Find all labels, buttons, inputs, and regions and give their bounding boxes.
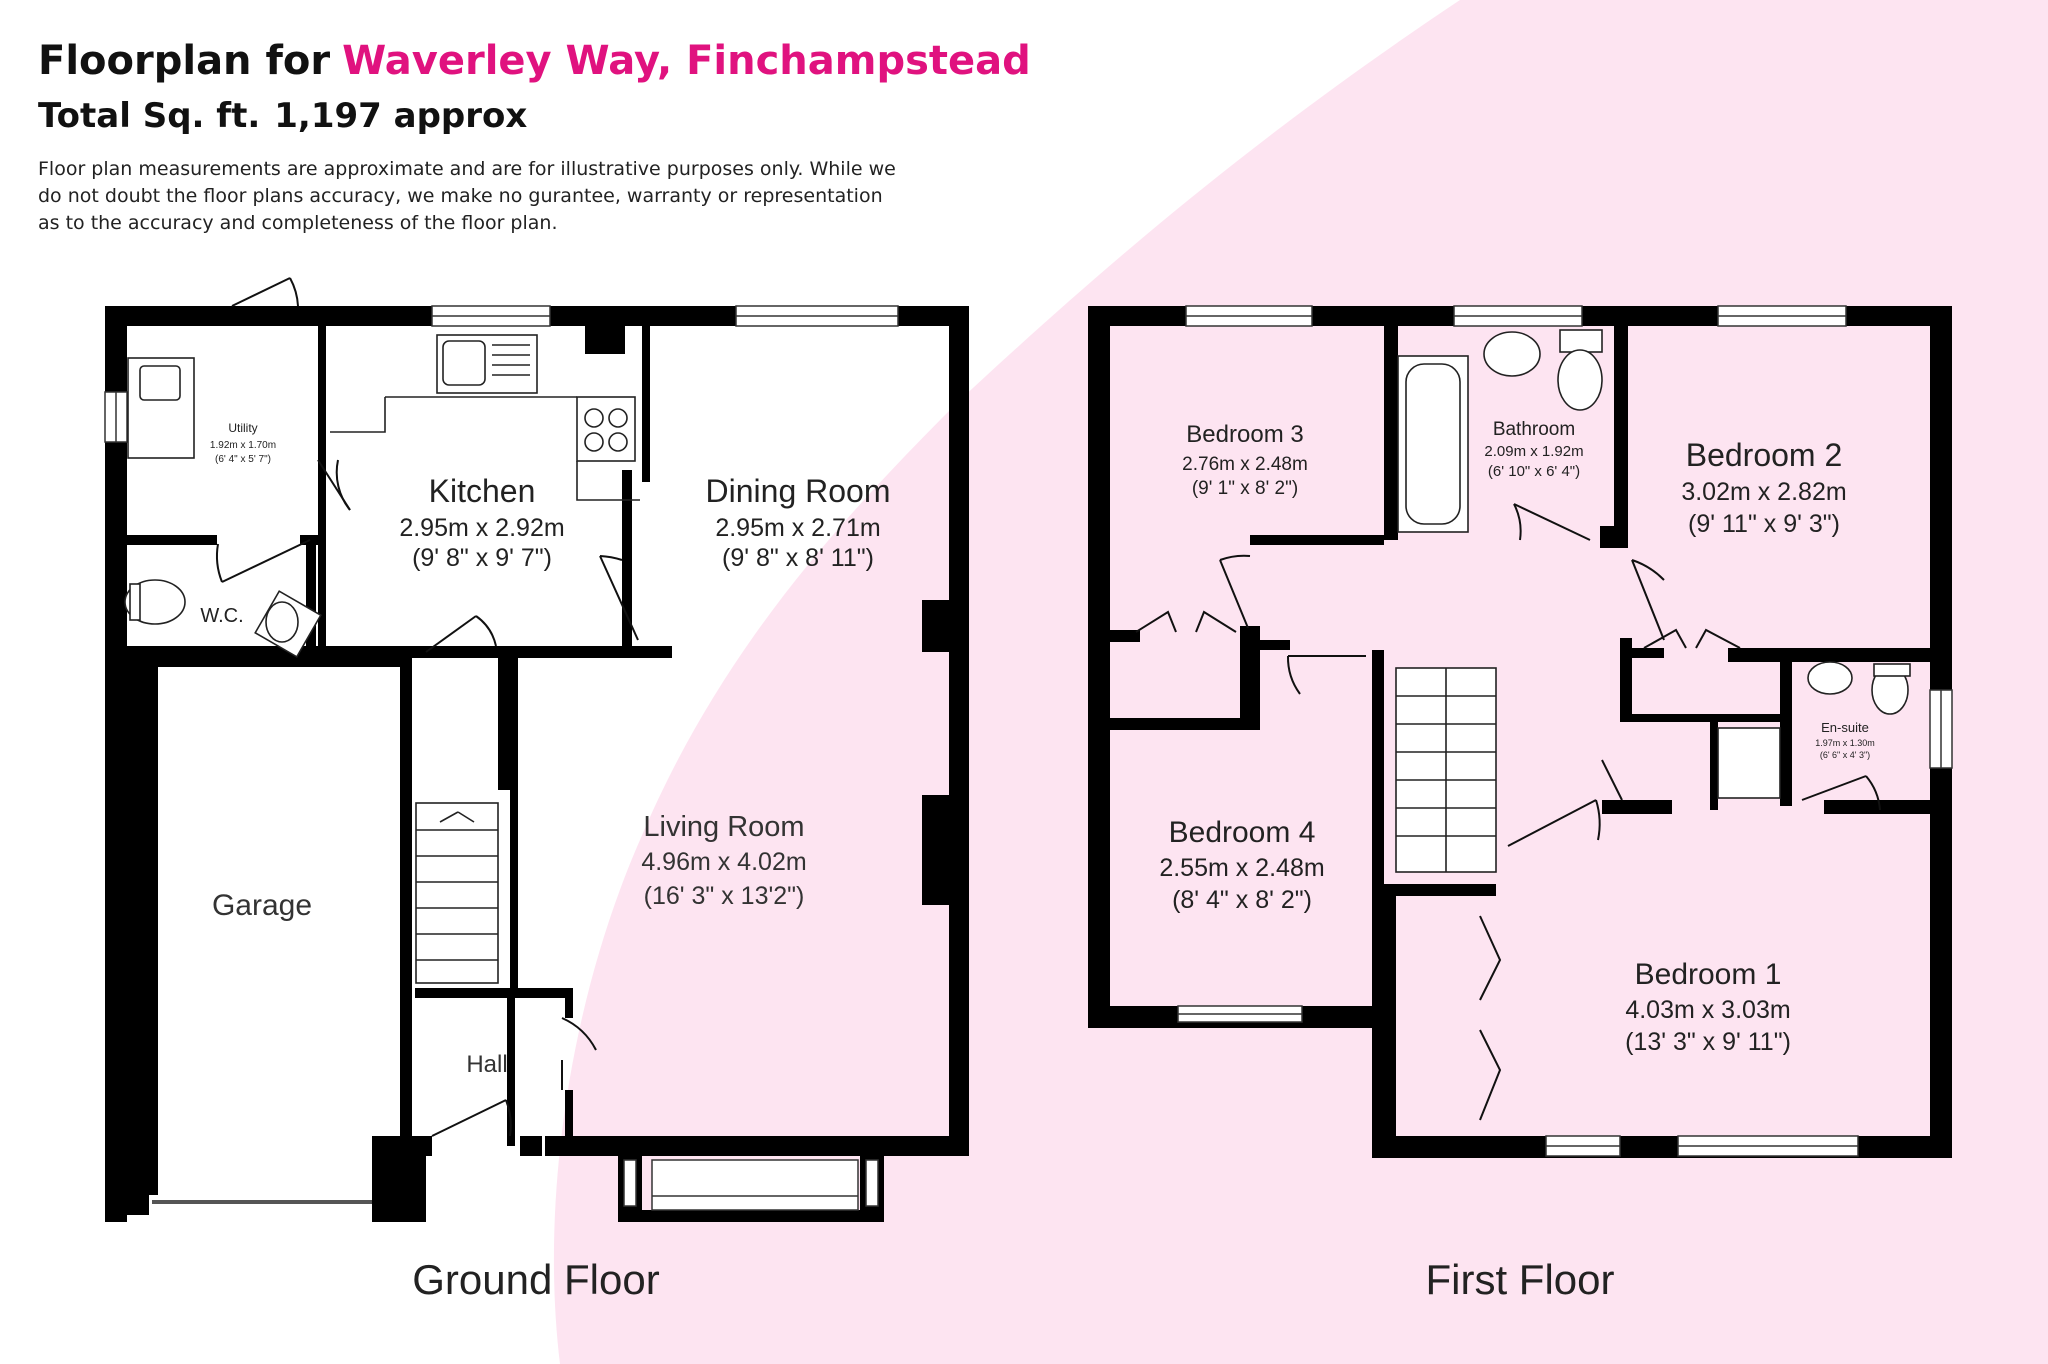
bathroom-metric: 2.09m x 1.92m [1484,443,1583,460]
total-area-value: 1,197 approx [274,96,528,136]
ground-fittings [124,334,640,984]
bedroom1-metric: 4.03m x 3.03m [1625,996,1790,1024]
bedroom4-metric: 2.55m x 2.48m [1159,854,1324,882]
ensuite-name: En-suite [1821,720,1869,735]
utility-metric: 1.92m x 1.70m [210,440,276,451]
shower [1717,727,1781,799]
utility-name: Utility [228,421,257,435]
bedroom3-imperial: (9' 1" x 8' 2") [1192,478,1298,499]
bedroom2-imperial: (9' 11" x 9' 3") [1688,510,1840,538]
first-doors [1135,503,1881,1121]
bathroom-name: Bathroom [1493,419,1575,440]
stairs-ground [415,802,499,984]
ensuite-imperial: (6' 6" x 4' 3") [1820,750,1870,760]
garage-name: Garage [212,889,312,922]
bedroom2-metric: 3.02m x 2.82m [1681,478,1846,506]
ensuite-metric: 1.97m x 1.30m [1815,738,1875,748]
first-windows [1177,305,1953,1157]
bedroom4-name: Bedroom 4 [1169,816,1316,849]
hob [576,396,636,462]
dining-metric: 2.95m x 2.71m [715,514,880,542]
living-imperial: (16' 3" x 13'2") [644,882,805,910]
ground-windows [104,305,899,1211]
ground-floor-plan [105,306,969,1222]
kitchen-metric: 2.95m x 2.92m [399,514,564,542]
first-fittings [1395,329,1911,873]
wc-name: W.C. [200,605,243,627]
background-blob [553,0,2048,1364]
bathroom-toilet [1557,349,1603,411]
bedroom3-metric: 2.76m x 2.48m [1182,454,1308,475]
ground-floor-label: Ground Floor [412,1256,659,1303]
bathroom-imperial: (6' 10" x 6' 4") [1488,463,1580,480]
living-metric: 4.96m x 4.02m [641,848,806,876]
bedroom3-name: Bedroom 3 [1186,421,1303,448]
utility-imperial: (6' 4" x 5' 7") [215,454,271,465]
bedroom2-name: Bedroom 2 [1686,437,1843,473]
bedroom1-name: Bedroom 1 [1635,958,1782,991]
disclaimer: Floor plan measurements are approximate … [38,158,896,234]
ground-doors [215,277,639,1137]
total-area-label: Total Sq. ft. [38,96,261,136]
title-prefix: Floorplan for [38,38,331,84]
bedroom4-imperial: (8' 4" x 8' 2") [1172,886,1312,914]
total-area: Total Sq. ft. 1,197 approx [38,96,527,136]
dining-name: Dining Room [706,473,891,509]
bedroom1-imperial: (13' 3" x 9' 11") [1625,1028,1791,1056]
property-address: Waverley Way, Finchampstead [342,38,1031,84]
kitchen-imperial: (9' 8" x 9' 7") [412,544,552,572]
room-labels: Utility 1.92m x 1.70m (6' 4" x 5' 7") W.… [200,419,1874,1303]
kitchen-name: Kitchen [429,473,536,509]
bathroom-basin [1483,331,1541,377]
dining-imperial: (9' 8" x 8' 11") [722,544,874,572]
first-floor-label: First Floor [1426,1256,1615,1303]
hall-name: Hall [466,1051,507,1078]
living-name: Living Room [643,811,804,843]
